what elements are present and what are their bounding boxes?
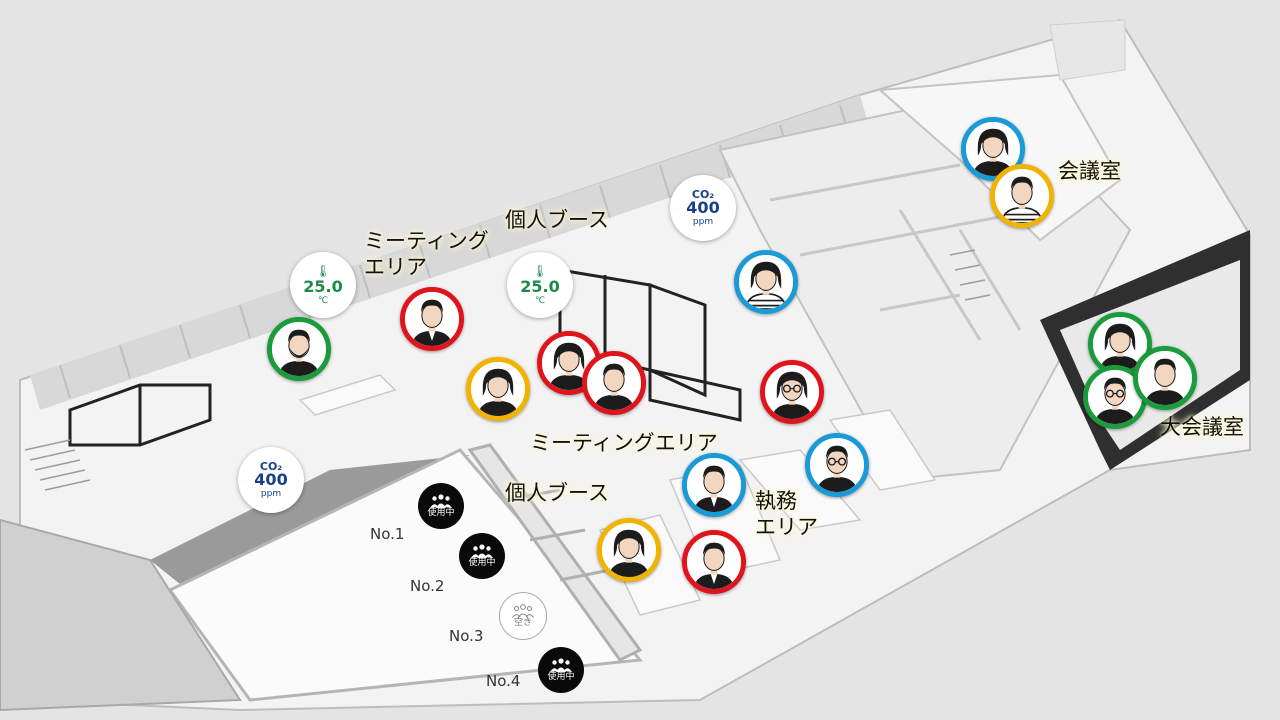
zone-label-line: ミーティング xyxy=(364,229,489,253)
person-avatar[interactable] xyxy=(961,117,1025,181)
zone-label-booth-1: 個人ブース xyxy=(505,208,609,232)
booth-number: No.4 xyxy=(486,672,521,690)
person-icon xyxy=(471,362,525,416)
person-icon xyxy=(765,365,819,419)
booth-status-text: 空き xyxy=(513,618,532,628)
sensor-label: CO₂ xyxy=(691,188,715,201)
people-icon xyxy=(550,658,572,672)
person-avatar[interactable] xyxy=(805,433,869,497)
sensor-unit: ℃ xyxy=(534,295,546,306)
co2-sensor[interactable]: CO₂ 400 ppm xyxy=(238,447,304,513)
person-icon xyxy=(542,336,596,390)
person-avatar[interactable] xyxy=(682,530,746,594)
zone-label-booth-2: 個人ブース xyxy=(505,481,609,505)
zone-label-line: エリア xyxy=(755,515,818,539)
zone-label-meeting-area-1: ミーティング エリア xyxy=(364,228,489,280)
co2-sensor[interactable]: CO₂ 400 ppm xyxy=(670,175,736,241)
zone-label-meeting-area-2: ミーティングエリア xyxy=(530,431,718,455)
person-icon xyxy=(602,523,656,577)
temperature-sensor[interactable]: 🌡 25.0 ℃ xyxy=(507,252,573,318)
person-avatar[interactable] xyxy=(597,518,661,582)
person-avatar[interactable] xyxy=(466,357,530,421)
thermometer-icon: 🌡 xyxy=(532,263,548,278)
zone-label-meeting-room: 会議室 xyxy=(1058,159,1121,183)
person-icon xyxy=(1088,370,1142,424)
zone-label-large-meeting-room: 大会議室 xyxy=(1160,415,1244,439)
people-outline-icon xyxy=(512,604,534,618)
booth-status-text: 使用中 xyxy=(427,508,455,518)
zone-label-line: 執務 xyxy=(755,489,797,513)
person-icon xyxy=(687,535,741,589)
person-avatar[interactable] xyxy=(400,287,464,351)
person-icon xyxy=(810,438,864,492)
sensor-label: CO₂ xyxy=(259,460,283,473)
person-icon xyxy=(405,292,459,346)
sensor-unit: ppm xyxy=(692,217,714,227)
person-avatar[interactable] xyxy=(537,331,601,395)
person-icon xyxy=(687,458,741,512)
person-icon xyxy=(272,322,326,376)
people-icon xyxy=(430,494,452,508)
booth-number: No.3 xyxy=(449,627,484,645)
booth-status-text: 使用中 xyxy=(468,558,496,568)
booth-status-badge-4[interactable]: 使用中 xyxy=(538,647,584,693)
person-avatar[interactable] xyxy=(734,250,798,314)
booth-number: No.2 xyxy=(410,577,445,595)
sensor-value: 400 xyxy=(686,198,720,217)
temperature-sensor[interactable]: 🌡 25.0 ℃ xyxy=(290,252,356,318)
booth-status-badge-2[interactable]: 使用中 xyxy=(459,533,505,579)
zone-label-office-area: 執務 エリア xyxy=(755,488,818,540)
person-icon xyxy=(1138,351,1192,405)
sensor-unit: ppm xyxy=(260,489,282,499)
person-icon xyxy=(739,255,793,309)
zone-label-line: エリア xyxy=(364,255,427,279)
people-icon xyxy=(471,544,493,558)
person-avatar[interactable] xyxy=(1133,346,1197,410)
thermometer-icon: 🌡 xyxy=(315,263,331,278)
booth-status-badge-1[interactable]: 使用中 xyxy=(418,483,464,529)
person-avatar[interactable] xyxy=(267,317,331,381)
person-avatar[interactable] xyxy=(682,453,746,517)
person-avatar[interactable] xyxy=(990,164,1054,228)
person-avatar[interactable] xyxy=(582,351,646,415)
sensor-unit: ℃ xyxy=(317,295,329,306)
booth-number: No.1 xyxy=(370,525,405,543)
sensor-value: 400 xyxy=(254,470,288,489)
booth-status-badge-3[interactable]: 空き xyxy=(499,592,547,640)
person-avatar[interactable] xyxy=(760,360,824,424)
person-icon xyxy=(995,169,1049,223)
sensor-value: 25.0 xyxy=(303,276,343,296)
person-icon xyxy=(587,356,641,410)
booth-status-text: 使用中 xyxy=(547,672,575,682)
sensor-value: 25.0 xyxy=(520,276,560,296)
